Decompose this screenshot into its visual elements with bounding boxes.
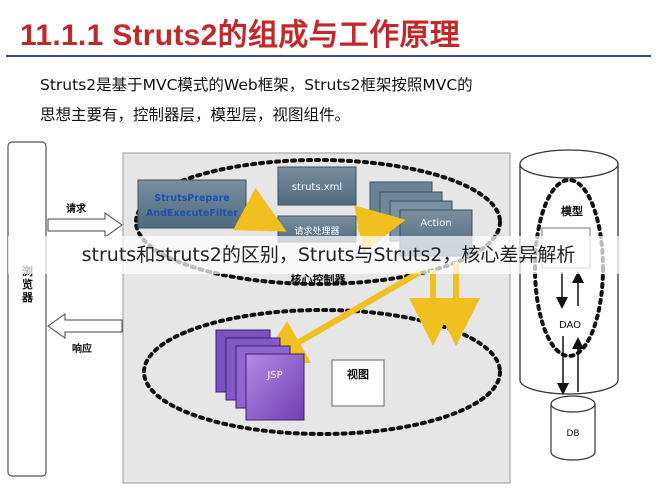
controller-ellipse — [134, 158, 502, 286]
request-handler-label: 请求处理器 — [294, 225, 339, 237]
struts-xml-label: struts.xml — [292, 182, 342, 193]
db-label: DB — [566, 429, 579, 439]
action-to-jsp-arrow — [257, 269, 422, 367]
view-ellipse — [142, 308, 502, 436]
model-cylinder-top — [519, 149, 619, 179]
jsp-label: JSP — [266, 370, 282, 381]
db-cylinder-top — [550, 395, 596, 413]
jsp-box — [245, 353, 305, 421]
view-box — [331, 359, 385, 407]
request-label: 请求 — [66, 202, 87, 215]
filter-box — [137, 179, 247, 229]
model-cylinder — [519, 164, 619, 395]
filter-label-line1: StrutsPrepare — [154, 193, 229, 204]
view-label: 视图 — [347, 367, 369, 381]
response-arrow — [47, 313, 123, 339]
intro-line-1: Struts2是基于MVC模式的Web框架，Struts2框架按照MVC的 — [40, 76, 473, 94]
title-divider — [6, 55, 651, 57]
controller-label: 核心控制器 — [291, 272, 347, 286]
response-label: 响应 — [72, 342, 92, 355]
intro-line-2: 思想主要有，控制器层，模型层，视图组件。 — [40, 106, 351, 124]
request-arrow — [47, 212, 123, 238]
browser-box — [7, 141, 47, 477]
filter-to-handler-arrow — [232, 187, 287, 232]
intro-text: Struts2是基于MVC模式的Web框架，Struts2框架按照MVC的 思想… — [40, 70, 640, 130]
model-label: 模型 — [561, 204, 583, 218]
page-title: 11.1.1 Struts2的组成与工作原理 — [20, 19, 461, 52]
db-cylinder — [550, 404, 596, 461]
struts-xml-box — [277, 166, 357, 206]
handler-to-action-arrow — [354, 205, 406, 253]
dao-label: DAO — [559, 320, 581, 331]
caption-overlay: struts和struts2的区别，Struts与Struts2，核心差异解析 — [8, 236, 649, 274]
browser-label: 浏览器 — [21, 264, 35, 304]
action-label: Action — [420, 218, 451, 229]
filter-label-line2: AndExecuteFilter — [146, 208, 238, 219]
